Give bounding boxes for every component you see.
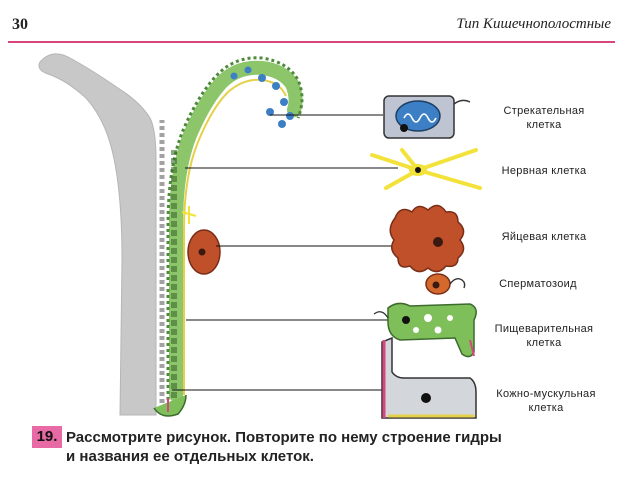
body-wall <box>153 56 304 417</box>
sperm-cell-illustration <box>425 273 466 295</box>
digestive-cell-illustration <box>373 302 477 358</box>
nerve-cell-illustration <box>370 148 482 190</box>
label-digestive-cell: Пищеварительная клетка <box>494 323 594 349</box>
task-text: Рассмотрите рисунок. Повторите по нему с… <box>66 428 502 466</box>
running-header: Тип Кишечнополостные <box>456 16 611 32</box>
header-rule <box>8 41 615 43</box>
label-skin-muscle-cell: Кожно-мускульная клетка <box>496 388 596 414</box>
task-text-line-1: Рассмотрите рисунок. Повторите по нему с… <box>66 429 502 446</box>
label-egg-cell: Яйцевая клетка <box>501 231 587 243</box>
musculoskeletal-cell-illustration <box>381 336 477 419</box>
task-number-badge: 19. <box>32 426 62 448</box>
label-nerve-cell: Нервная клетка <box>501 165 587 177</box>
hydra-body <box>38 53 157 416</box>
cnidocyte-illustration <box>383 95 471 139</box>
pointer-lines <box>172 114 398 391</box>
label-sperm-cell: Сперматозоид <box>499 278 577 290</box>
egg-cell-illustration <box>389 204 465 273</box>
task-text-line-2: и названия ее отдельных клеток. <box>66 448 314 465</box>
page-number: 30 <box>12 16 28 33</box>
label-cnidocyte: Стрекательная клетка <box>503 105 585 131</box>
